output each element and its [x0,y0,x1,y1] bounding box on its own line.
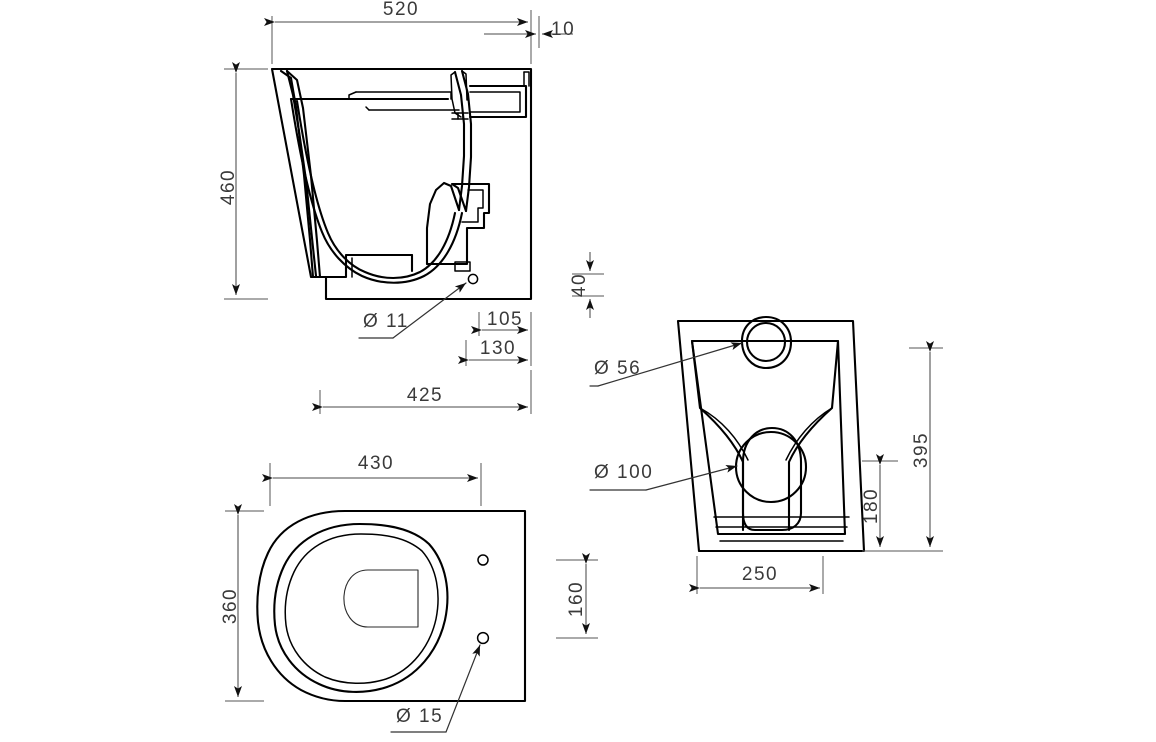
dim-label-10: 10 [551,19,575,40]
dim-label-40: 40 [569,273,590,297]
dim-plan-hole-spacing: 160 [556,553,598,639]
dim-label-dia-100: Ø 100 [594,462,653,483]
dim-label-dia-11: Ø 11 [363,311,409,332]
plan-seat-ring-inner [284,533,439,684]
dim-label-105: 105 [487,309,523,330]
dim-side-outlet-from-wall: 105 [471,309,532,336]
dim-side-overall-height: 460 [218,62,268,300]
rear-inner-recess [690,339,847,536]
plan-pan-outline [256,509,527,703]
plan-bowl-aperture [343,569,419,628]
dim-label-430: 430 [358,453,394,474]
dim-label-425: 425 [407,385,443,406]
plan-fixing-hole-lower [476,631,490,645]
dim-label-360: 360 [220,588,241,624]
leader-rear-inlet: Ø 56 [589,342,743,387]
side-inlet-box [468,71,530,119]
dim-rear-top-offset: 40 [569,252,604,318]
plan-fixing-holes [476,554,490,645]
dim-side-outlet-center: 130 [458,336,532,366]
leader-plan-fixing-hole: Ø 15 [390,644,481,733]
side-trapway-outlet [425,181,491,266]
dim-label-130: 130 [480,338,516,359]
leader-side-bolt-hole: Ø 11 [358,282,467,339]
side-bowl-interior [289,97,464,284]
dim-label-520: 520 [383,0,419,20]
leader-rear-outlet: Ø 100 [589,462,738,491]
dim-rear-outlet-height: 180 [861,454,898,552]
view-top-plan: 430 360 160 Ø 15 [220,453,598,733]
view-side-section: 520 10 460 Ø 11 105 [218,0,575,414]
plan-seat-ring-outer [273,522,449,693]
dim-label-dia-15: Ø 15 [396,706,443,727]
side-ceramic-profile [279,69,322,279]
side-right-wall [450,69,473,213]
side-outlet-nub [454,261,479,285]
dim-label-395: 395 [911,432,932,468]
side-base-foot [318,253,414,279]
plan-fixing-hole-upper [477,554,489,566]
dim-label-160: 160 [566,581,587,617]
dim-plan-depth: 360 [220,504,264,702]
rear-base-ribs [713,516,850,542]
dim-label-250: 250 [742,564,778,585]
dim-plan-width: 430 [262,453,482,506]
dim-side-projection: 425 [312,370,532,414]
dim-label-dia-56: Ø 56 [594,358,641,379]
dim-side-overall-length: 520 [264,0,532,64]
view-rear: 40 Ø 56 Ø 100 395 180 [569,252,943,594]
dim-label-180: 180 [861,488,882,524]
dim-side-rear-offset: 10 [484,16,575,48]
rear-inlet-circle [740,315,793,370]
dim-label-460: 460 [218,169,239,205]
dim-rear-base-width: 250 [689,556,824,594]
